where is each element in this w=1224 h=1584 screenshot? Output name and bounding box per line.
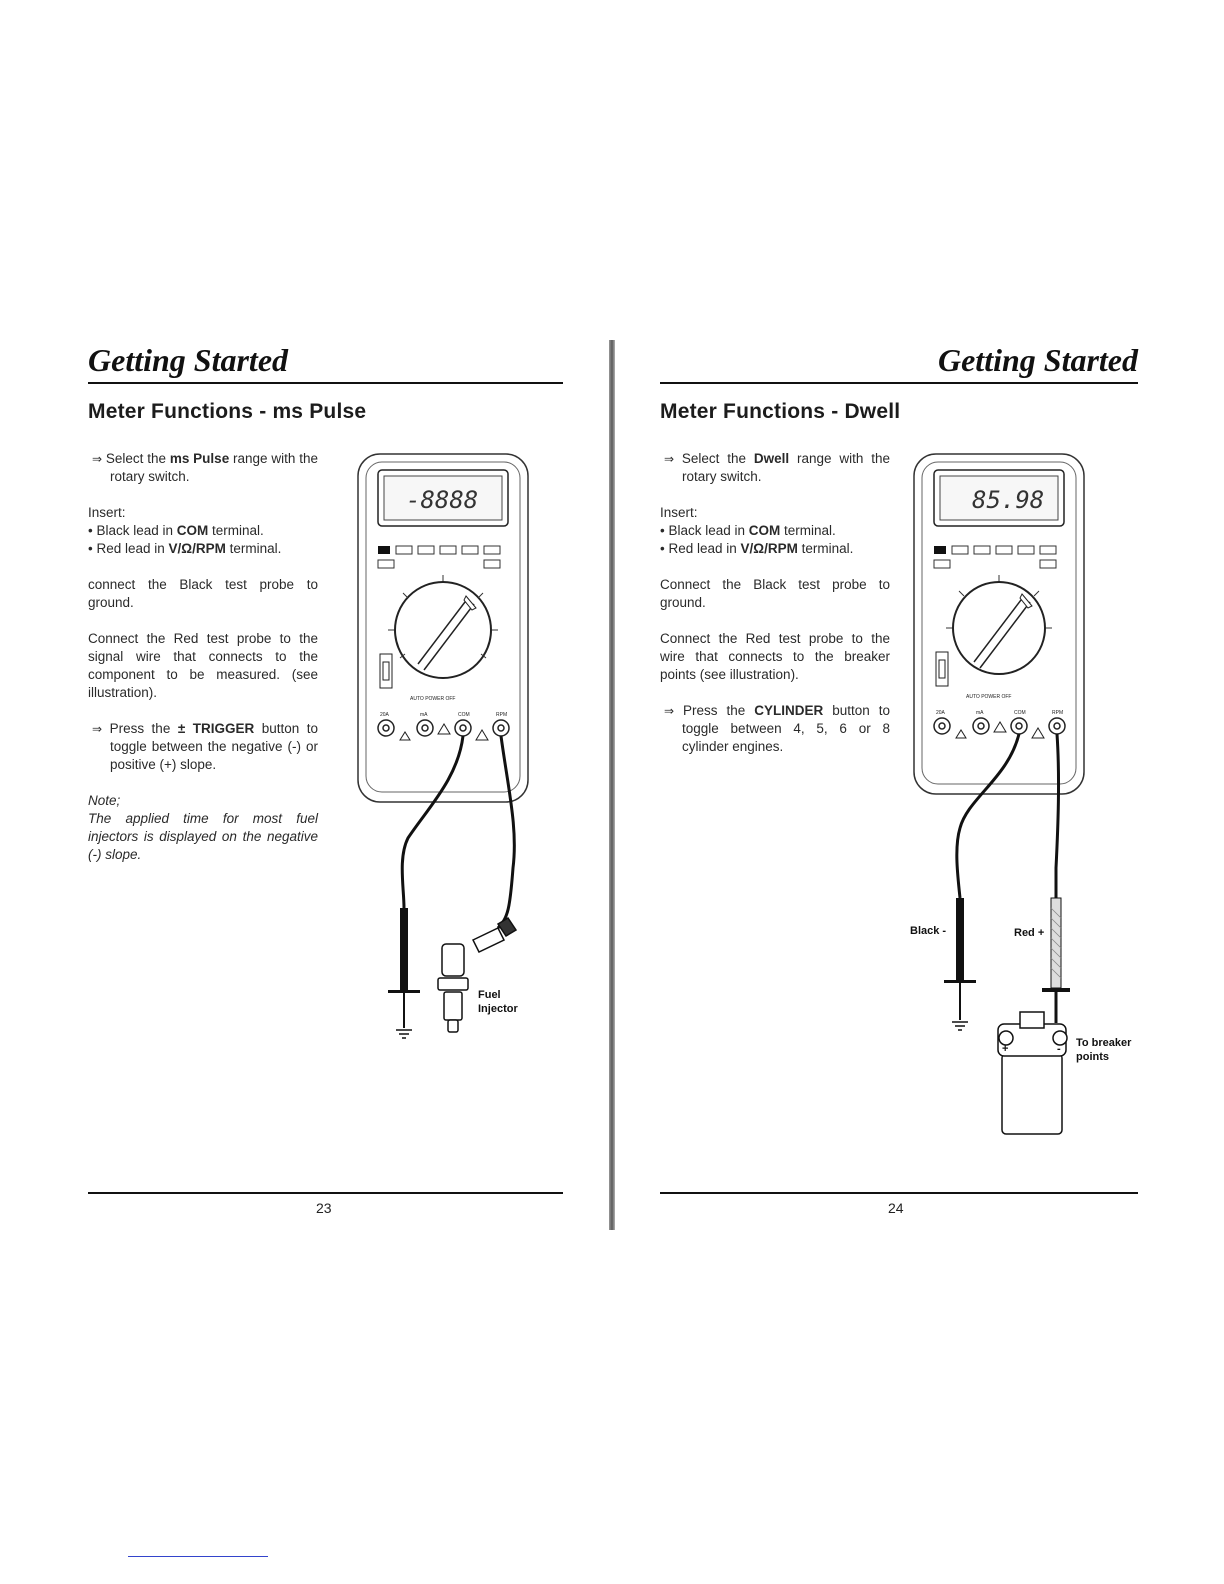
ground-symbol-icon	[952, 1021, 968, 1031]
ground-symbol-icon	[396, 1029, 412, 1039]
header-rule	[660, 382, 1138, 384]
label-breaker-1: To breaker	[1076, 1037, 1132, 1049]
arrow-icon: ⇒	[92, 452, 103, 466]
link-underline	[128, 1556, 268, 1557]
para-red-probe: Connect the Red test probe to the signal…	[88, 631, 318, 700]
step-select-range: ⇒ Select the ms Pulse range with the rot…	[92, 451, 318, 484]
para-black-probe: connect the Black test probe to ground.	[88, 577, 318, 610]
section-title: Meter Functions - ms Pulse	[88, 400, 367, 423]
ignition-coil-icon	[997, 1011, 1068, 1135]
label-red: Red +	[1014, 927, 1044, 939]
instructions-column: ⇒ Select the ms Pulse range with the rot…	[88, 450, 318, 864]
bullet-black-lead: • Black lead in COM terminal.	[88, 523, 264, 538]
page-left: Getting Started Meter Functions - ms Pul…	[88, 330, 563, 1230]
fuel-injector-icon	[437, 916, 518, 1033]
label-fuel: Fuel	[478, 989, 501, 1001]
bullet-black-lead: • Black lead in COM terminal.	[660, 523, 836, 538]
svg-text:AUTO POWER OFF: AUTO POWER OFF	[966, 694, 1011, 700]
display-reading: 85.98	[972, 486, 1044, 514]
bullet-red-lead: • Red lead in V/Ω/RPM terminal.	[660, 541, 854, 556]
insert-label: Insert:	[88, 505, 126, 520]
section-title: Meter Functions - Dwell	[660, 400, 901, 423]
svg-text:COM: COM	[1014, 710, 1026, 716]
note-heading: Note;	[88, 793, 121, 808]
svg-text:-: -	[1057, 1043, 1061, 1055]
svg-text:COM: COM	[458, 712, 470, 718]
header-rule	[88, 382, 563, 384]
step-cylinder: ⇒ Press the CYLINDER button to toggle be…	[664, 703, 890, 754]
svg-text:RPM: RPM	[1052, 710, 1063, 716]
page-right: Getting Started Meter Functions - Dwell …	[660, 330, 1138, 1230]
svg-text:mA: mA	[420, 712, 428, 718]
book-gutter	[609, 340, 615, 1230]
insert-label: Insert:	[660, 505, 698, 520]
svg-text:mA: mA	[976, 710, 984, 716]
arrow-icon: ⇒	[664, 452, 675, 466]
page-number: 23	[316, 1200, 332, 1216]
para-red-probe: Connect the Red test probe to the wire t…	[660, 631, 890, 682]
svg-text:20A: 20A	[380, 712, 390, 718]
multimeter-illustration: 85.98 AUTO POWER OFF 20A mA COM	[910, 453, 1132, 1135]
svg-text:20A: 20A	[936, 710, 946, 716]
step-select-range: ⇒ Select the Dwell range with the rotary…	[664, 451, 890, 484]
label-black: Black -	[910, 925, 946, 937]
note-body: The applied time for most fuel injectors…	[88, 811, 318, 862]
multimeter-illustration: -8888 AUTO POWER OFF	[357, 453, 529, 1039]
footer-rule	[88, 1192, 563, 1194]
para-black-probe: Connect the Black test probe to ground.	[660, 577, 890, 610]
arrow-icon: ⇒	[664, 704, 675, 718]
svg-text:AUTO POWER OFF: AUTO POWER OFF	[410, 696, 455, 702]
step-trigger: ⇒ Press the ± TRIGGER button to toggle b…	[92, 721, 319, 772]
arrow-icon: ⇒	[92, 722, 103, 736]
label-injector: Injector	[478, 1003, 518, 1015]
instructions-column: ⇒ Select the Dwell range with the rotary…	[660, 450, 890, 774]
page-header: Getting Started	[937, 342, 1138, 378]
svg-text:RPM: RPM	[496, 712, 507, 718]
page-number: 24	[888, 1200, 904, 1216]
display-reading: -8888	[406, 486, 478, 514]
page-header: Getting Started	[88, 342, 289, 378]
svg-text:+: +	[1002, 1043, 1008, 1055]
bullet-red-lead: • Red lead in V/Ω/RPM terminal.	[88, 541, 282, 556]
label-breaker-2: points	[1076, 1051, 1109, 1063]
footer-rule	[660, 1192, 1138, 1194]
